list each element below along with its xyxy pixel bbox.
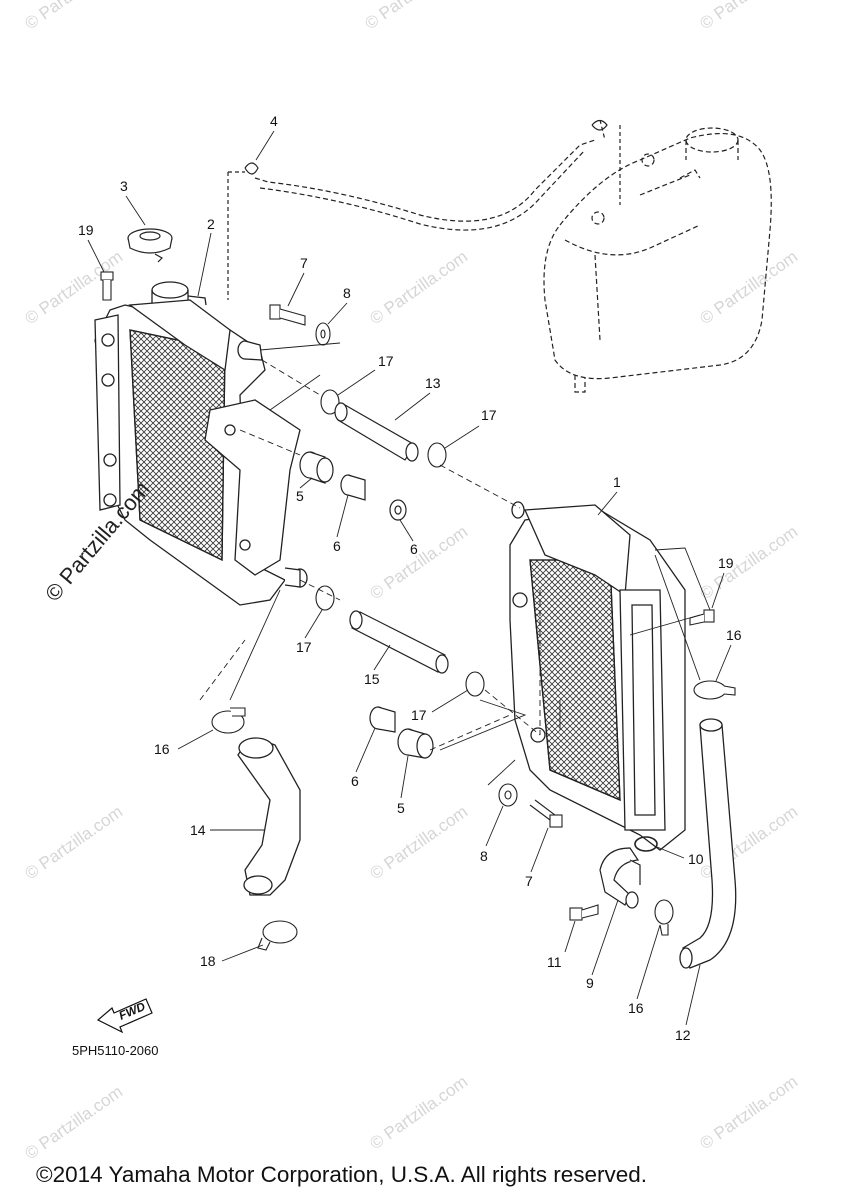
callout-6b: 6 bbox=[410, 541, 418, 557]
callout-4: 4 bbox=[270, 113, 278, 129]
clamp-16-lower bbox=[654, 899, 674, 936]
watermark: © Partzilla.com bbox=[696, 522, 801, 603]
watermark: © Partzilla.com bbox=[21, 0, 126, 33]
watermark: © Partzilla.com bbox=[361, 0, 466, 33]
callout-10: 10 bbox=[688, 851, 704, 867]
callout-13: 13 bbox=[425, 375, 441, 391]
clamp-16-left bbox=[211, 707, 246, 734]
watermark: © Partzilla.com bbox=[366, 522, 471, 603]
watermark: © Partzilla.com bbox=[696, 247, 801, 328]
watermark: © Partzilla.com bbox=[21, 802, 126, 883]
watermark-group: © Partzilla.com © Partzilla.com © Partzi… bbox=[21, 0, 801, 1163]
callout-3: 3 bbox=[120, 178, 128, 194]
callout-17b: 17 bbox=[481, 407, 497, 423]
washer-8-top bbox=[315, 322, 331, 346]
callout-18: 18 bbox=[200, 953, 216, 969]
hose-12 bbox=[679, 718, 737, 969]
hose-13 bbox=[334, 402, 419, 462]
callout-6a: 6 bbox=[333, 538, 341, 554]
clamp-16-right bbox=[693, 680, 736, 700]
callout-16a: 16 bbox=[154, 741, 170, 757]
callout-8b: 8 bbox=[480, 848, 488, 864]
hose-14 bbox=[237, 737, 301, 896]
left-radiator bbox=[94, 281, 308, 606]
washer-6 bbox=[389, 499, 407, 521]
callout-11: 11 bbox=[547, 954, 562, 970]
callout-6c: 6 bbox=[351, 773, 359, 789]
watermark: © Partzilla.com bbox=[366, 247, 471, 328]
overflow-hose bbox=[227, 119, 621, 300]
callout-8a: 8 bbox=[343, 285, 351, 301]
bolt-19-left bbox=[100, 271, 114, 301]
hose-clip-4 bbox=[244, 119, 608, 175]
callout-17d: 17 bbox=[411, 707, 427, 723]
bolt-7-bottom bbox=[529, 799, 563, 828]
radiator-cap bbox=[127, 228, 173, 263]
callout-19a: 19 bbox=[78, 222, 94, 238]
part-code: 5PH5110-2060 bbox=[72, 1043, 159, 1058]
clamp-18 bbox=[257, 920, 298, 951]
alignment-lines bbox=[199, 359, 541, 751]
pipe-9 bbox=[599, 847, 641, 909]
damper-5-top bbox=[299, 451, 334, 484]
bolt-11 bbox=[569, 904, 599, 921]
watermark: © Partzilla.com bbox=[696, 0, 801, 33]
callout-15: 15 bbox=[364, 671, 380, 687]
clamp-17 bbox=[315, 389, 485, 697]
callout-9: 9 bbox=[586, 975, 594, 991]
watermark: © Partzilla.com bbox=[366, 802, 471, 883]
bolt-19-right bbox=[689, 609, 715, 626]
callout-19b: 19 bbox=[718, 555, 734, 571]
damper-5-bottom bbox=[397, 728, 434, 759]
copyright: ©2014 Yamaha Motor Corporation, U.S.A. A… bbox=[36, 1162, 648, 1187]
callout-1: 1 bbox=[613, 474, 621, 490]
hose-15 bbox=[349, 610, 449, 674]
callout-5a: 5 bbox=[296, 488, 304, 504]
watermark: © Partzilla.com bbox=[366, 1072, 471, 1153]
washer-8-bottom bbox=[498, 783, 518, 807]
o-ring-10 bbox=[634, 836, 658, 852]
watermark: © Partzilla.com bbox=[696, 1072, 801, 1153]
callout-2: 2 bbox=[207, 216, 215, 232]
coolant-reservoir bbox=[543, 127, 772, 393]
callouts: 1 2 3 4 5 5 6 6 6 7 7 8 8 9 10 11 12 13 bbox=[78, 113, 742, 1043]
bolt-7-top bbox=[269, 304, 306, 326]
watermark: © Partzilla.com bbox=[21, 1082, 126, 1163]
callout-16b: 16 bbox=[726, 627, 742, 643]
callout-16c: 16 bbox=[628, 1000, 644, 1016]
right-radiator bbox=[509, 501, 686, 851]
callout-7b: 7 bbox=[525, 873, 533, 889]
callout-5b: 5 bbox=[397, 800, 405, 816]
callout-17c: 17 bbox=[296, 639, 312, 655]
callout-12: 12 bbox=[675, 1027, 691, 1043]
callout-14: 14 bbox=[190, 822, 206, 838]
collar-6-top bbox=[340, 474, 366, 501]
callout-7a: 7 bbox=[300, 255, 308, 271]
collar-6-bottom bbox=[369, 706, 396, 733]
forward-arrow-icon: FWD bbox=[96, 998, 153, 1034]
callout-17a: 17 bbox=[378, 353, 394, 369]
leader-lines-solid bbox=[229, 342, 711, 786]
